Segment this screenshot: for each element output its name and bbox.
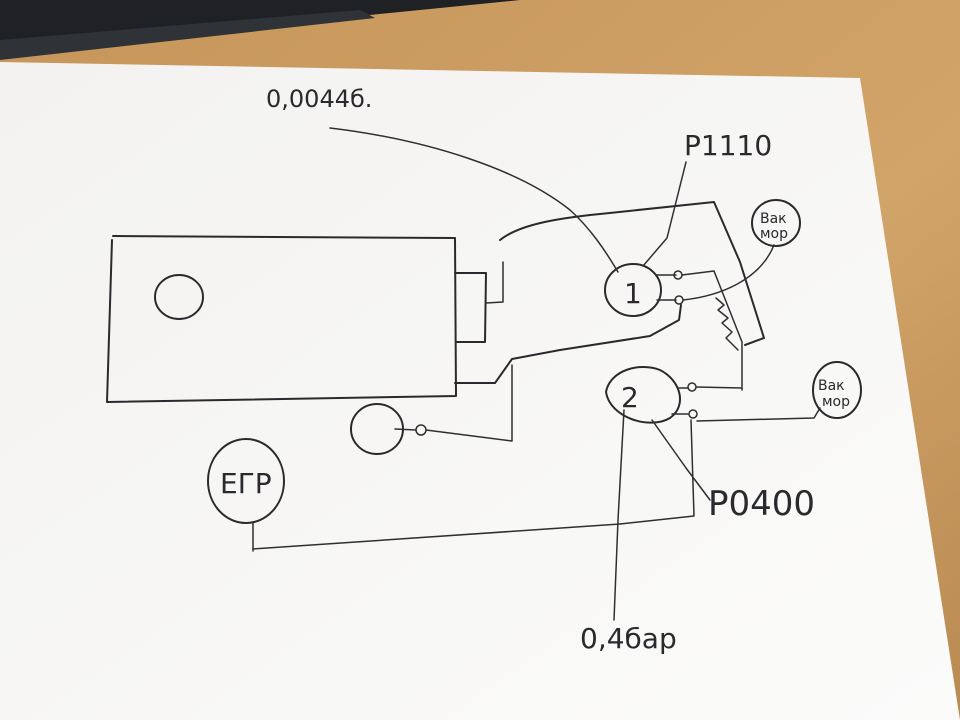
paper-sheet	[0, 62, 960, 720]
engine-port-circle	[154, 274, 204, 320]
top-sensor-label: 0,0044б.	[266, 85, 372, 113]
node-2-label: 2	[621, 381, 639, 414]
node-2-port-bottom-dot	[688, 409, 698, 419]
node-2-valve	[605, 366, 681, 424]
node-2-vacuum-line	[696, 407, 821, 422]
node-1-valve	[604, 263, 662, 317]
egr-circle	[207, 438, 285, 524]
node-2-hose-top	[695, 386, 743, 389]
node-1-hose-zigzag	[715, 297, 739, 351]
code-1-label: P1110	[684, 129, 772, 162]
node-1-vacuum-line	[682, 244, 775, 301]
code-2-label: P0400	[708, 484, 815, 524]
top-sensor-leader	[329, 127, 619, 273]
small-sensor-line	[425, 364, 513, 442]
vacuum-2-label-bottom: мор	[822, 394, 850, 410]
engine-block	[106, 235, 457, 403]
vacuum-1-circle	[751, 199, 801, 247]
bottom-value-label: 0,4бар	[580, 622, 677, 655]
pipe-stub	[485, 261, 504, 304]
egr-line	[252, 523, 621, 550]
egr-label: ЕГР	[220, 467, 272, 500]
code-2-leader	[651, 419, 711, 501]
lower-pipe	[454, 304, 682, 384]
node-2-down-line	[619, 419, 695, 525]
vacuum-2-circle	[812, 361, 862, 419]
vacuum-1-label-top: Вак	[760, 211, 787, 227]
small-sensor-tip	[394, 428, 417, 431]
hand-drawn-schematic: 1 Вак мор P1110 0,0044б. 2 Вак мор P0	[106, 85, 862, 655]
node-1-hose	[681, 270, 743, 391]
vacuum-2-label-top: Вак	[818, 378, 845, 394]
laptop-corner	[0, 0, 520, 58]
node-1-label: 1	[624, 277, 642, 310]
vacuum-1-label-bottom: мор	[760, 226, 788, 242]
bottom-value-leader	[613, 409, 625, 621]
laptop-edge	[0, 10, 375, 60]
code-1-leader	[642, 161, 687, 267]
upper-pipe	[499, 201, 765, 346]
manifold-flange	[454, 272, 487, 343]
